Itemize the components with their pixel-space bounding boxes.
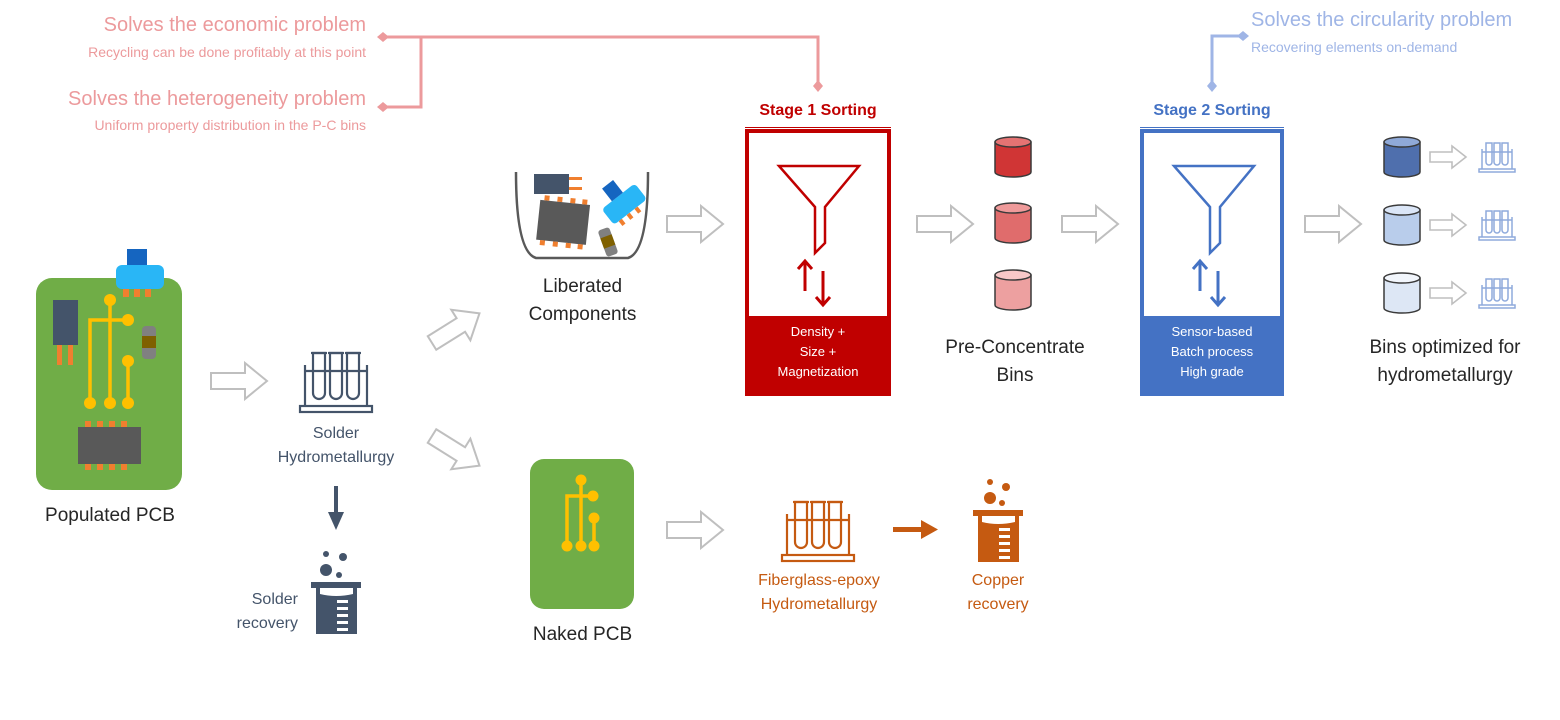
- arrow-bins-to-stage2: [1061, 205, 1119, 243]
- optimized-line2: hydrometallurgy: [1377, 365, 1513, 386]
- arrow-pcb-to-solder: [210, 362, 268, 400]
- naked-pcb-label: Naked PCB: [532, 624, 633, 645]
- funnel-icon: [776, 164, 862, 308]
- liberated-line1: Liberated: [542, 276, 623, 297]
- circularity-annotation-title: Solves the circularity problem: [1251, 9, 1513, 31]
- test-tube-rack-icon: [1478, 278, 1516, 309]
- arrow-liberated-to-stage1: [666, 205, 724, 243]
- economic-annotation-subtitle: Recycling can be done profitably at this…: [88, 44, 366, 60]
- preconcentrate-bins: [994, 136, 1032, 311]
- optimized-bins-label: Bins optimized for hydrometallurgy: [1345, 334, 1545, 390]
- circularity-annotation-subtitle: Recovering elements on-demand: [1251, 39, 1458, 55]
- fiberglass-line1: Fiberglass-epoxy: [758, 572, 880, 589]
- copper-recovery-label: Copper recovery: [940, 569, 1056, 617]
- solder-recovery-line1: Solder: [251, 591, 298, 608]
- arrow-to-naked: [421, 419, 491, 482]
- copper-line2: recovery: [967, 596, 1029, 613]
- liberated-components-label: Liberated Components: [500, 273, 665, 329]
- liberated-components-icon: [514, 171, 650, 260]
- blue-bin-1: [1383, 136, 1421, 178]
- hydro-rack-icons: [1478, 142, 1516, 309]
- populated-pcb-label: Populated PCB: [45, 505, 175, 526]
- naked-pcb-icon: [530, 459, 634, 609]
- arrow-solder-down: [328, 486, 344, 530]
- preconcentrate-line2: Bins: [996, 365, 1034, 386]
- fiberglass-line2: Hydrometallurgy: [760, 596, 878, 613]
- optimized-line1: Bins optimized for: [1369, 337, 1521, 358]
- populated-pcb-icon: [36, 249, 182, 490]
- funnel-icon: [1171, 164, 1257, 308]
- stage1-criterion: Magnetization: [777, 364, 859, 379]
- arrow-fiberglass-to-copper: [893, 520, 938, 539]
- arrow-stage1-to-bins: [916, 205, 974, 243]
- solder-beaker-icon: [311, 551, 361, 634]
- red-bin-3: [994, 269, 1032, 311]
- arrow-to-liberated: [421, 297, 491, 360]
- stage1-criterion: Density +: [790, 324, 846, 339]
- blue-bin-2: [1383, 204, 1421, 246]
- fiberglass-hydrometallurgy-label: Fiberglass-epoxy Hydrometallurgy: [738, 569, 900, 617]
- test-tube-rack-icon: [298, 351, 374, 414]
- fiberglass-test-tube-rack-icon: [780, 500, 856, 563]
- red-bin-1: [994, 136, 1032, 178]
- copper-line1: Copper: [971, 572, 1025, 589]
- preconcentrate-line1: Pre-Concentrate: [945, 337, 1085, 358]
- solder-hydro-line2: Hydrometallurgy: [277, 449, 395, 466]
- solder-recovery-line2: recovery: [236, 615, 298, 632]
- stage1-title: Stage 1 Sorting: [759, 102, 877, 119]
- red-bin-2: [994, 202, 1032, 244]
- solder-recovery-label: Solder recovery: [237, 588, 298, 636]
- preconcentrate-bins-label: Pre-Concentrate Bins: [925, 334, 1105, 390]
- arrow-bin3-to-hydro: [1429, 281, 1467, 305]
- stage2-criteria-panel: Sensor-based Batch process High grade: [1144, 316, 1280, 392]
- stage2-title-underline: [1140, 127, 1284, 128]
- stage1-criteria-panel: Density + Size + Magnetization: [749, 316, 887, 392]
- heterogeneity-annotation-title: Solves the heterogeneity problem: [68, 88, 366, 110]
- stage2-criterion: Sensor-based: [1171, 324, 1253, 339]
- arrow-stage2-to-optimized: [1304, 205, 1362, 243]
- copper-beaker-icon: [973, 479, 1023, 562]
- solder-hydrometallurgy-label: Solder Hydrometallurgy: [256, 422, 416, 470]
- liberated-line2: Components: [528, 304, 637, 325]
- arrow-naked-to-fiberglass: [666, 511, 724, 549]
- stage2-box: Sensor-based Batch process High grade: [1140, 129, 1284, 396]
- test-tube-rack-icon: [1478, 142, 1516, 173]
- optimized-bins: [1383, 136, 1421, 314]
- solder-hydro-line1: Solder: [312, 425, 360, 442]
- stage2-criterion: High grade: [1180, 364, 1244, 379]
- stage2-criterion: Batch process: [1170, 344, 1254, 359]
- stage2-title: Stage 2 Sorting: [1153, 102, 1271, 119]
- arrow-bin1-to-hydro: [1429, 145, 1467, 169]
- test-tube-rack-icon: [1478, 210, 1516, 241]
- stage1-criterion: Size +: [799, 344, 837, 359]
- arrow-bin2-to-hydro: [1429, 213, 1467, 237]
- stage1-box: Density + Size + Magnetization: [745, 129, 891, 396]
- economic-annotation-title: Solves the economic problem: [103, 14, 366, 36]
- blue-bin-3: [1383, 272, 1421, 314]
- heterogeneity-annotation-subtitle: Uniform property distribution in the P-C…: [94, 117, 366, 133]
- stage1-title-underline: [745, 127, 891, 128]
